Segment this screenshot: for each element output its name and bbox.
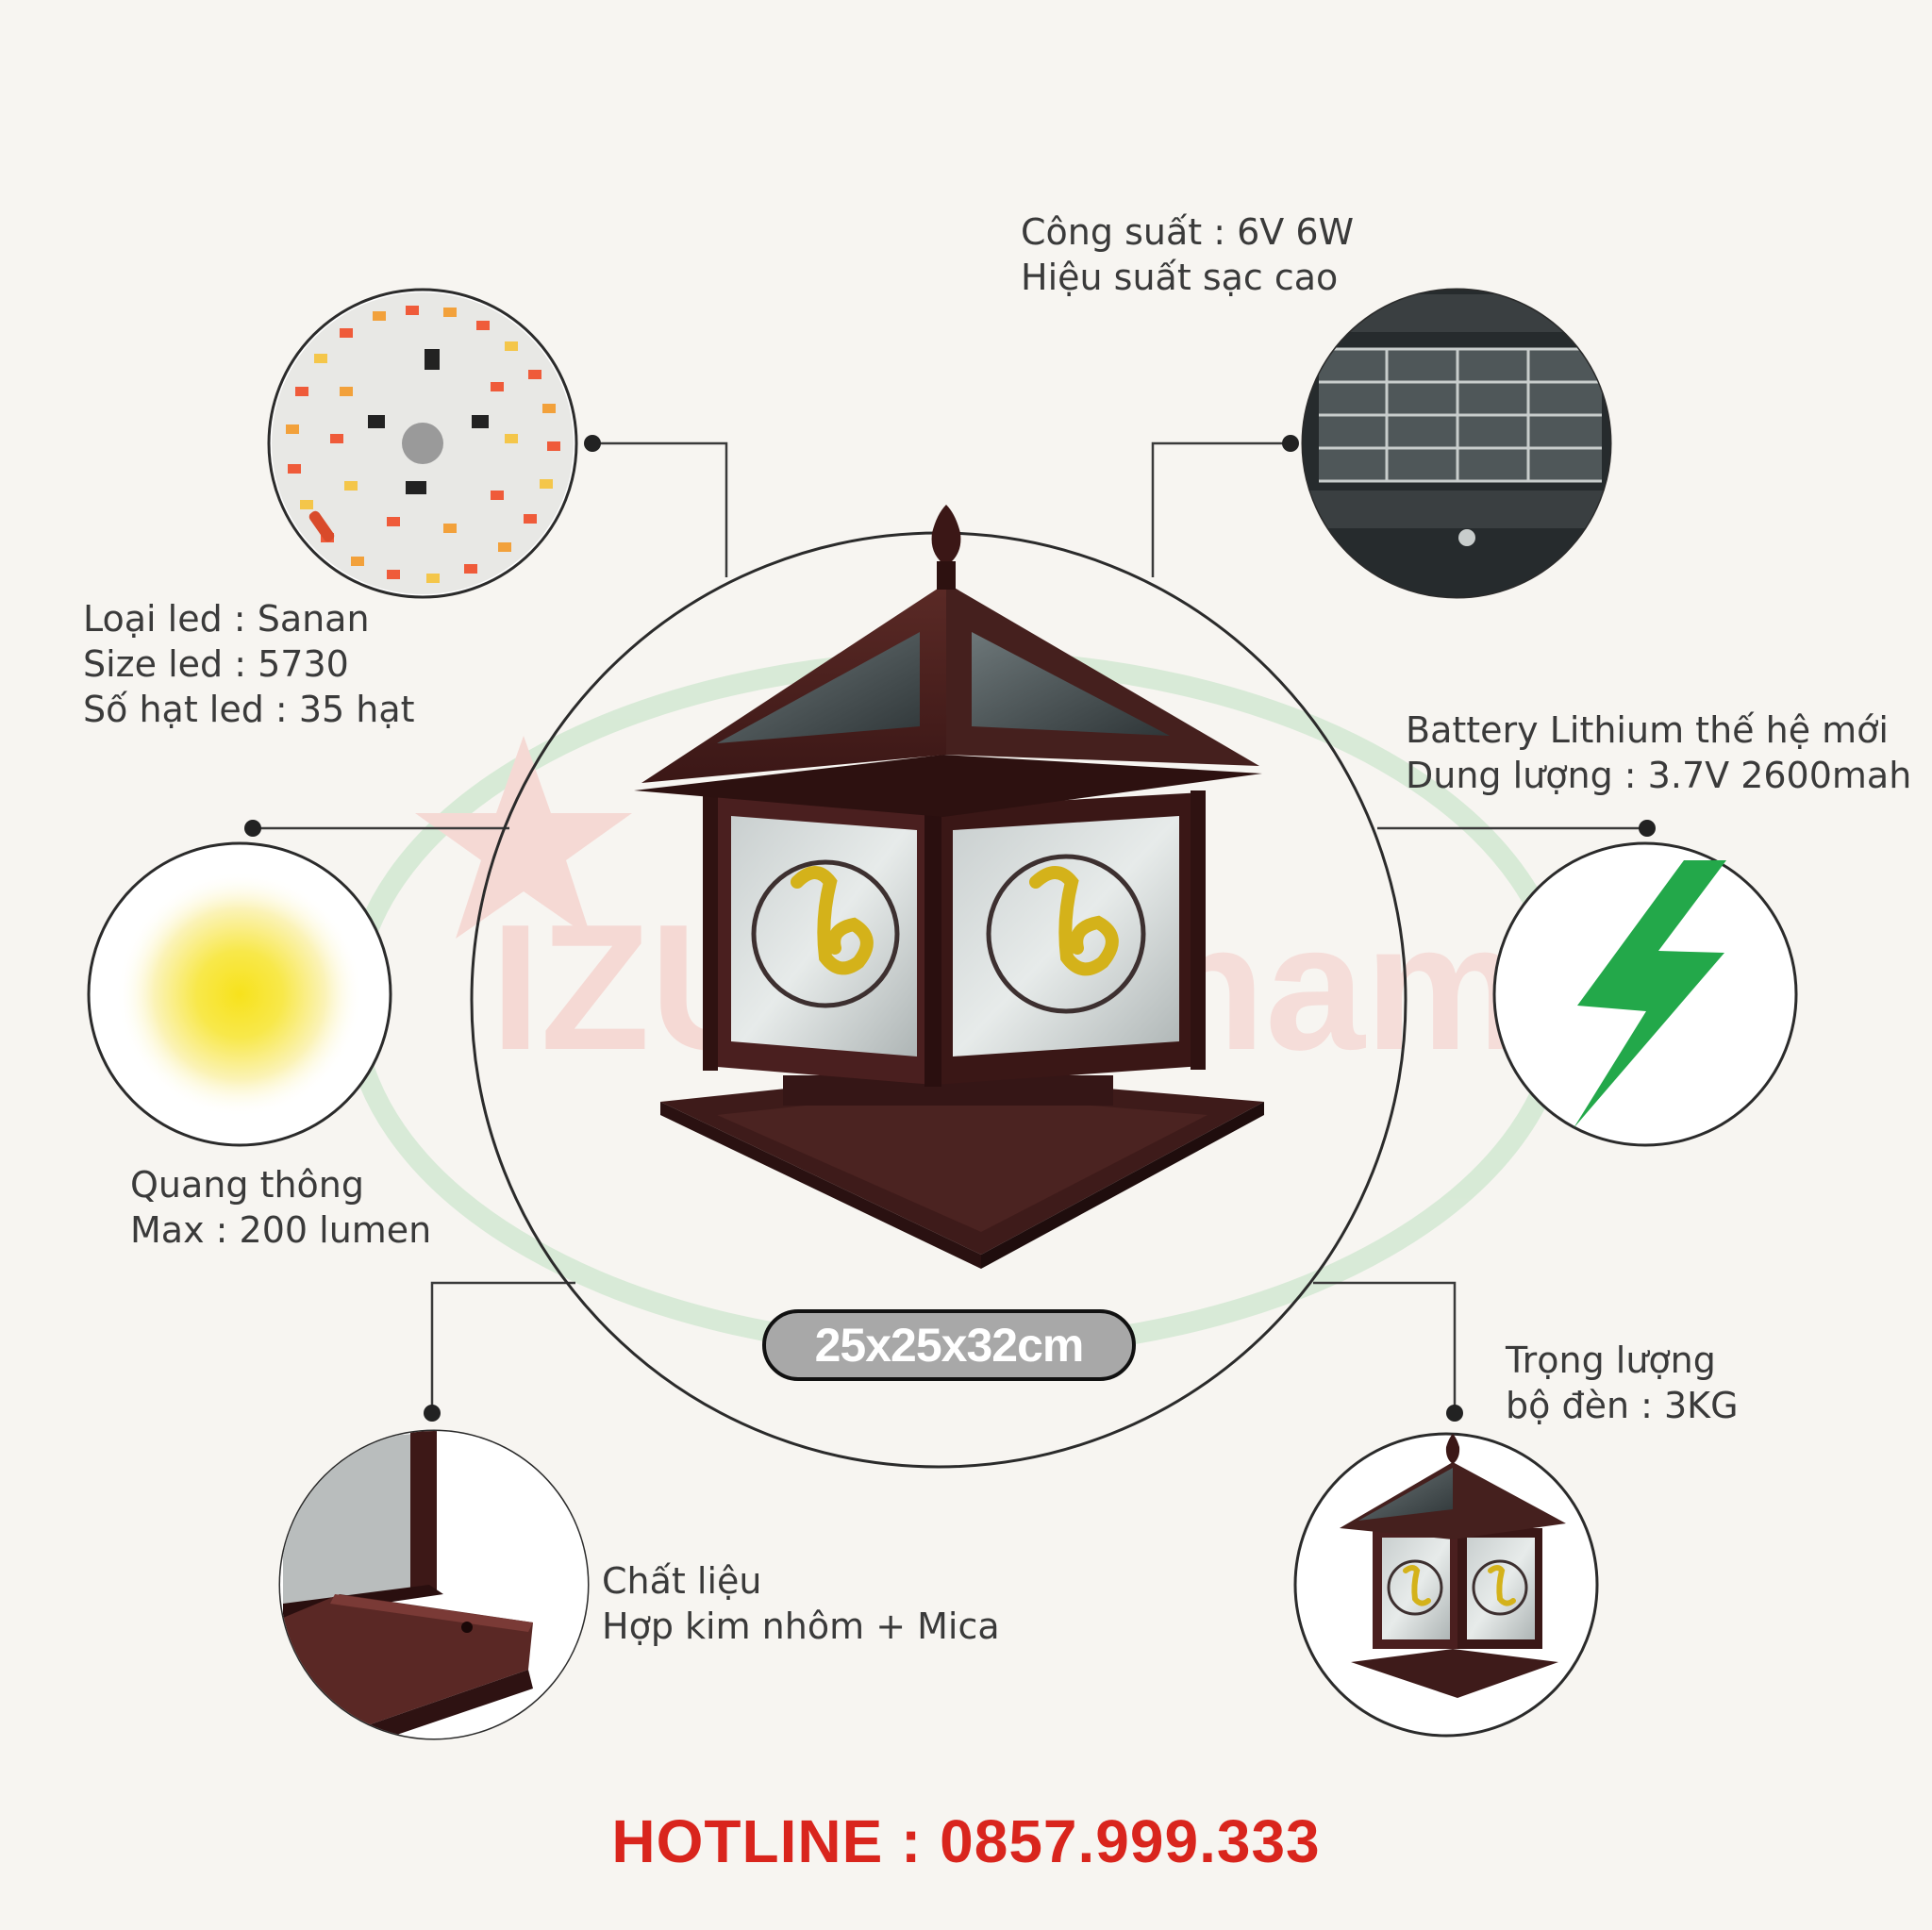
material-title-label: Chất liệu (602, 1560, 762, 1602)
battery-type-label: Battery Lithium thế hệ mới (1406, 709, 1889, 751)
battery-spec-text: Battery Lithium thế hệ mới Dung lượng : … (1406, 707, 1911, 798)
led-type-label: Loại led : Sanan (83, 598, 370, 640)
weight-title-label: Trọng lượng (1506, 1339, 1716, 1381)
main-lamp-image (634, 505, 1264, 1269)
led-spec-text: Loại led : Sanan Size led : 5730 Số hạt … (83, 596, 415, 732)
battery-capacity-label: Dung lượng : 3.7V 2600mah (1406, 755, 1912, 796)
solar-power-label: Công suất : 6V 6W (1021, 211, 1355, 253)
solar-panel-icon (1301, 288, 1612, 599)
connector-dots (244, 435, 1656, 1422)
lumen-title-label: Quang thông (130, 1164, 365, 1206)
led-size-label: Size led : 5730 (83, 643, 349, 685)
aluminium-base-icon (278, 1429, 590, 1740)
material-value-label: Hợp kim nhôm + Mica (602, 1606, 1000, 1647)
lumen-spec-text: Quang thông Max : 200 lumen (130, 1162, 431, 1253)
led-board-icon (267, 288, 578, 599)
solar-spec-text: Công suất : 6V 6W Hiệu suất sạc cao (1021, 209, 1354, 300)
solar-efficiency-label: Hiệu suất sạc cao (1021, 257, 1339, 298)
connector-lines (253, 441, 1647, 1413)
hotline-text: HOTLINE : 0857.999.333 (611, 1807, 1321, 1875)
weight-value-label: bộ đèn : 3KG (1506, 1385, 1739, 1426)
material-spec-text: Chất liệu Hợp kim nhôm + Mica (602, 1558, 1000, 1649)
small-lamp-icon (1293, 1432, 1599, 1738)
lightning-bolt-icon (1492, 841, 1798, 1147)
weight-spec-text: Trọng lượng bộ đèn : 3KG (1506, 1338, 1739, 1428)
light-glow-icon (87, 841, 392, 1147)
lumen-max-label: Max : 200 lumen (130, 1209, 432, 1251)
led-count-label: Số hạt led : 35 hạt (83, 689, 415, 730)
dimensions-badge: 25x25x32cm (762, 1309, 1136, 1381)
